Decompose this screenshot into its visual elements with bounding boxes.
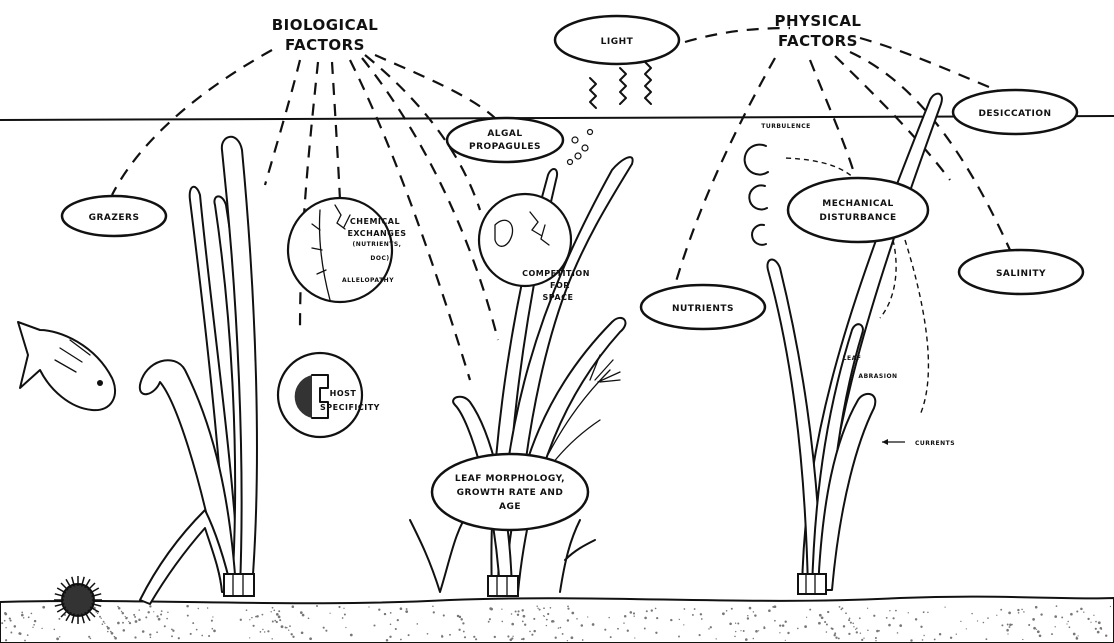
- physical-factors-title-line2: FACTORS: [778, 32, 858, 50]
- chemical-exchanges-label-line3: (NUTRIENTS,: [353, 241, 402, 248]
- competition-label-line2: FOR: [550, 281, 570, 290]
- svg-text:PROPAGULES: PROPAGULES: [469, 142, 541, 152]
- algal-propagules-oval: ALGAL PROPAGULES: [447, 118, 563, 162]
- right-seagrass-plant: [767, 94, 941, 594]
- water-surface-line: [0, 116, 1114, 120]
- chemical-exchanges-label-line1: CHEMICAL: [350, 217, 400, 226]
- host-specificity-label-line1: HOST: [330, 389, 357, 398]
- svg-text:LEAF MORPHOLOGY,: LEAF MORPHOLOGY,: [455, 474, 565, 484]
- svg-text:SALINITY: SALINITY: [996, 269, 1046, 279]
- svg-text:LIGHT: LIGHT: [601, 37, 634, 47]
- chemical-exchanges-label-line4: DOC): [370, 255, 389, 262]
- host-specificity-label-line2: SPECIFICITY: [320, 403, 380, 412]
- desiccation-oval: DESICCATION: [953, 90, 1077, 134]
- sediment-bed: [0, 597, 1114, 643]
- chemical-exchanges-label-line2: EXCHANGES: [347, 229, 406, 238]
- physical-factors-title-line1: PHYSICAL: [775, 12, 862, 30]
- biological-factors-title-line2: FACTORS: [285, 36, 365, 54]
- nutrients-oval: NUTRIENTS: [641, 285, 765, 329]
- competition-label-line1: COMPETITION: [522, 269, 590, 278]
- turbulence-eddy-icon: [745, 145, 768, 245]
- salinity-oval: SALINITY: [959, 250, 1083, 294]
- svg-text:DESICCATION: DESICCATION: [978, 109, 1051, 119]
- propagule-dots: [568, 130, 593, 165]
- leaf-abrasion-label-line1: LEAF: [843, 355, 862, 362]
- light-oval: LIGHT: [555, 16, 679, 64]
- leaf-morphology-oval: LEAF MORPHOLOGY, GROWTH RATE AND AGE: [432, 454, 588, 530]
- currents-arrow: [882, 439, 905, 445]
- leaf-abrasion-label-line2: ABRASION: [858, 373, 897, 380]
- chemical-exchange-inset: [288, 198, 392, 302]
- competition-label-line3: SPACE: [543, 293, 574, 302]
- biological-factors-title-line1: BIOLOGICAL: [272, 16, 379, 34]
- svg-text:GRAZERS: GRAZERS: [89, 213, 140, 223]
- sea-urchin-icon: [54, 576, 102, 624]
- allelopathy-label: ALLELOPATHY: [342, 277, 394, 284]
- svg-text:GROWTH RATE AND: GROWTH RATE AND: [457, 488, 564, 498]
- svg-text:MECHANICAL: MECHANICAL: [822, 199, 893, 209]
- svg-text:AGE: AGE: [499, 502, 521, 512]
- light-wave-icon: [590, 62, 651, 108]
- grazers-oval: GRAZERS: [62, 196, 166, 236]
- currents-label: CURRENTS: [915, 440, 955, 447]
- turbulence-label: TURBULENCE: [761, 123, 810, 130]
- svg-text:NUTRIENTS: NUTRIENTS: [672, 304, 734, 314]
- svg-text:ALGAL: ALGAL: [487, 129, 522, 139]
- mechanical-disturbance-oval: MECHANICAL DISTURBANCE: [788, 178, 928, 242]
- svg-text:DISTURBANCE: DISTURBANCE: [819, 213, 896, 223]
- fish-icon: [18, 322, 115, 410]
